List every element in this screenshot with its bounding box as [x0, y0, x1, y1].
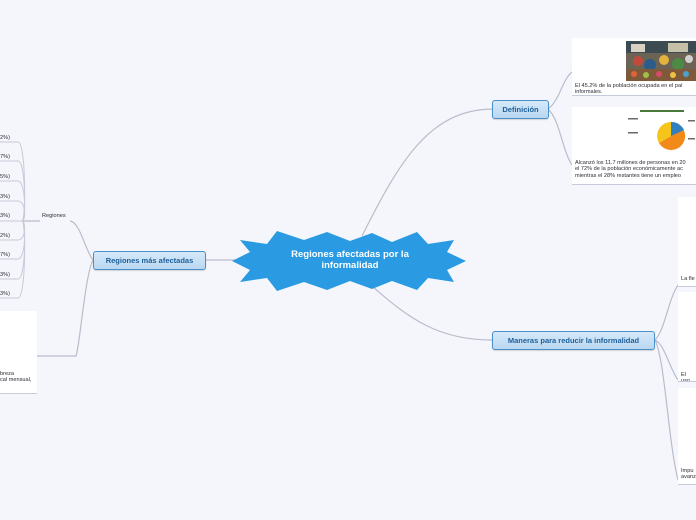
center-node-title: Regiones afectadas por la informalidad [291, 249, 409, 271]
maneras-card-1[interactable]: La fle [678, 197, 696, 287]
region-item[interactable]: 3%) [0, 291, 10, 297]
maneras-card-2-text: El uso [681, 372, 691, 382]
region-item[interactable]: 7%) [0, 154, 10, 160]
region-item[interactable]: 7%) [0, 252, 10, 258]
region-item[interactable]: 3%) [0, 194, 10, 200]
region-item[interactable]: 2%) [0, 233, 10, 239]
regiones-card-text: breza cal mensual, [0, 371, 32, 384]
connector-definicion-cards [547, 71, 573, 166]
pie-chart-image [626, 108, 696, 158]
center-node-shape[interactable] [232, 230, 466, 292]
definicion-card-2-text: Alcanzó los 11.7 millones de personas en… [575, 160, 686, 179]
maneras-card-3[interactable]: Impu avanz [678, 388, 696, 485]
definicion-card-2[interactable]: Alcanzó los 11.7 millones de personas en… [572, 107, 696, 185]
topic-definicion[interactable]: Definición [492, 100, 549, 119]
maneras-card-2[interactable]: El uso [678, 292, 696, 382]
region-item[interactable]: 3%) [0, 272, 10, 278]
topic-maneras-reducir[interactable]: Maneras para reducir la informalidad [492, 331, 655, 350]
market-photo [626, 41, 696, 81]
regiones-card[interactable]: breza cal mensual, [0, 311, 37, 394]
definicion-card-1-text: El 45.2% de la población ocupada en el p… [575, 83, 683, 96]
topic-regiones-mas-afectadas[interactable]: Regiones más afectadas [93, 251, 206, 270]
maneras-card-1-text: La fle [681, 276, 695, 282]
regiones-sublabel[interactable]: Regiones [42, 213, 66, 219]
region-item[interactable]: 3%) [0, 213, 10, 219]
region-item[interactable]: 5%) [0, 174, 10, 180]
definicion-card-1[interactable]: El 45.2% de la población ocupada en el p… [572, 38, 696, 96]
connector-center-maneras [371, 285, 493, 341]
connector-regiones-branches [36, 220, 94, 357]
maneras-card-3-text: Impu avanz [681, 468, 696, 481]
connector-maneras-cards [654, 284, 679, 481]
connector-center-definicion [361, 108, 493, 237]
region-item[interactable]: 2%) [0, 135, 10, 141]
